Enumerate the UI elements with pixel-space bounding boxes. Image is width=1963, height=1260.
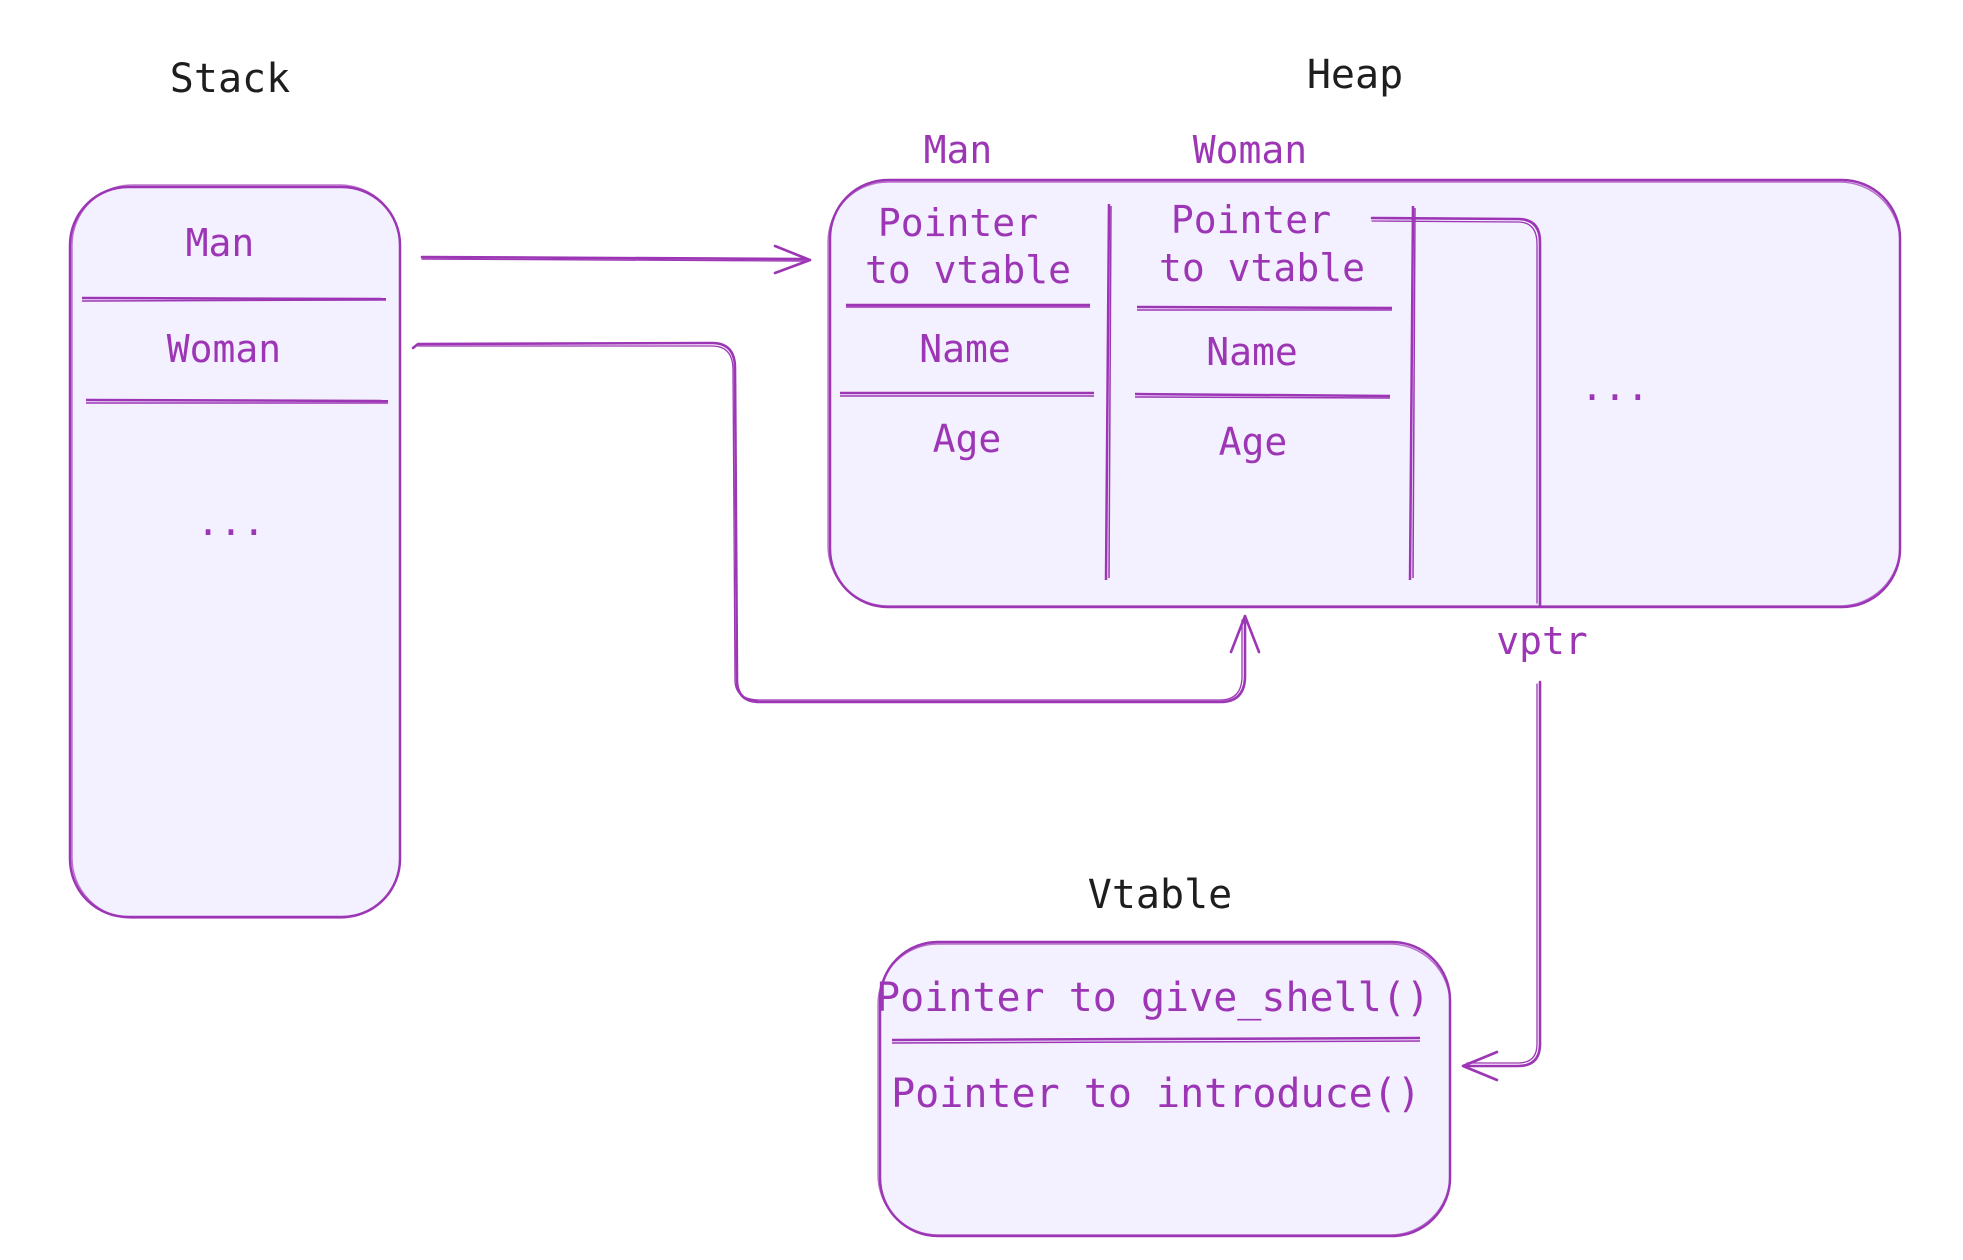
woman-age-field: Age [1219,420,1288,464]
stack-divider [81,296,387,302]
vtable-entry-give-shell: Pointer to give_shell() [876,975,1430,1021]
heap-column-divider [1408,205,1416,581]
woman-field-divider [1134,392,1391,399]
stack-cell-man: Man [186,221,255,265]
heap-object-woman-label: Woman [1193,128,1307,172]
woman-vptr-field-line1: Pointer [1171,198,1331,242]
man-name-field: Name [919,327,1011,371]
heap-ellipsis: ... [1581,365,1650,409]
stack-ellipsis: ... [197,500,266,544]
heap-column-divider [1104,203,1112,581]
man-field-divider [846,303,1090,308]
stack-box [68,184,402,919]
man-vptr-field-line1: Pointer [878,201,1038,245]
woman-vptr-field-line2: to vtable [1159,246,1365,290]
man-field-divider [840,391,1094,397]
stack-divider [85,398,389,404]
woman-name-field: Name [1206,330,1298,374]
man-vptr-field-line2: to vtable [865,248,1071,292]
woman-field-divider [1136,305,1393,311]
stack-cell-woman: Woman [167,327,281,371]
man-pointer-arrow [420,244,812,275]
vtable-box [877,940,1452,1238]
heap-title: Heap [1307,52,1403,98]
vptr-arrow [1370,216,1542,1082]
vtable-divider [891,1036,1421,1044]
heap-object-man-label: Man [924,128,993,172]
vptr-label: vptr [1496,619,1588,663]
man-age-field: Age [933,417,1002,461]
woman-pointer-arrow [411,341,1261,704]
vtable-title: Vtable [1088,872,1233,918]
stack-title: Stack [170,56,290,102]
heap-box [827,178,1902,609]
vtable-entry-introduce: Pointer to introduce() [891,1071,1421,1117]
